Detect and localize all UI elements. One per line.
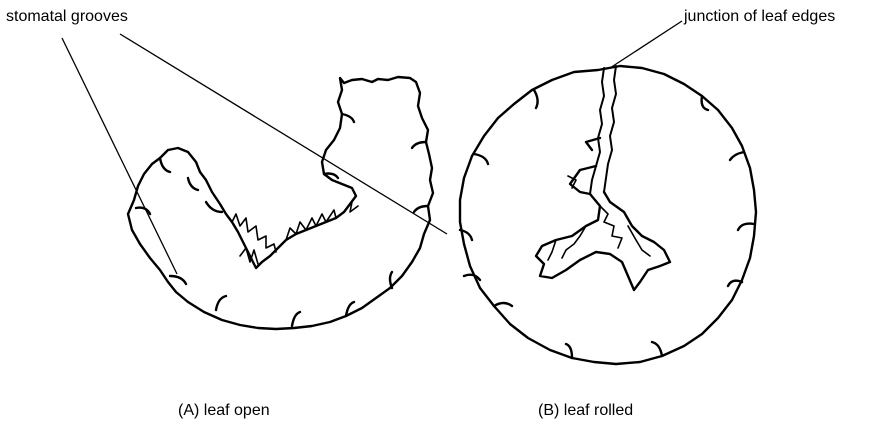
- groove-b-2: [474, 154, 488, 164]
- leaf-open-outline: [128, 77, 433, 329]
- leader-line-stomatal-a: [62, 38, 177, 274]
- groove-b-8: [652, 342, 662, 356]
- groove-a-3: [160, 158, 170, 172]
- label-junction-of-leaf-edges: junction of leaf edges: [684, 8, 835, 26]
- caption-leaf-rolled: (B) leaf rolled: [538, 402, 633, 420]
- caption-leaf-open: (A) leaf open: [178, 402, 270, 420]
- groove-b-5: [730, 152, 744, 160]
- groove-a-6: [216, 296, 226, 310]
- leader-line-stomatal-b: [120, 34, 447, 234]
- groove-b-10: [494, 303, 512, 306]
- groove-a-7: [292, 312, 300, 326]
- groove-a-10: [414, 206, 428, 212]
- groove-a-11: [412, 142, 426, 148]
- groove-b-6: [738, 224, 754, 230]
- leaf-rolled-section: [460, 66, 756, 364]
- groove-a-9: [390, 272, 392, 288]
- groove-a-12: [342, 114, 354, 122]
- inner-hairs-a: [232, 202, 358, 264]
- groove-b-3: [534, 90, 538, 108]
- groove-a-4: [188, 178, 198, 190]
- leader-line-junction: [610, 21, 682, 68]
- leaf-open-section: [128, 77, 433, 329]
- label-stomatal-grooves: stomatal grooves: [6, 8, 128, 26]
- junction-split: [590, 66, 616, 194]
- groove-a-1: [170, 276, 186, 284]
- groove-b-11: [464, 275, 480, 280]
